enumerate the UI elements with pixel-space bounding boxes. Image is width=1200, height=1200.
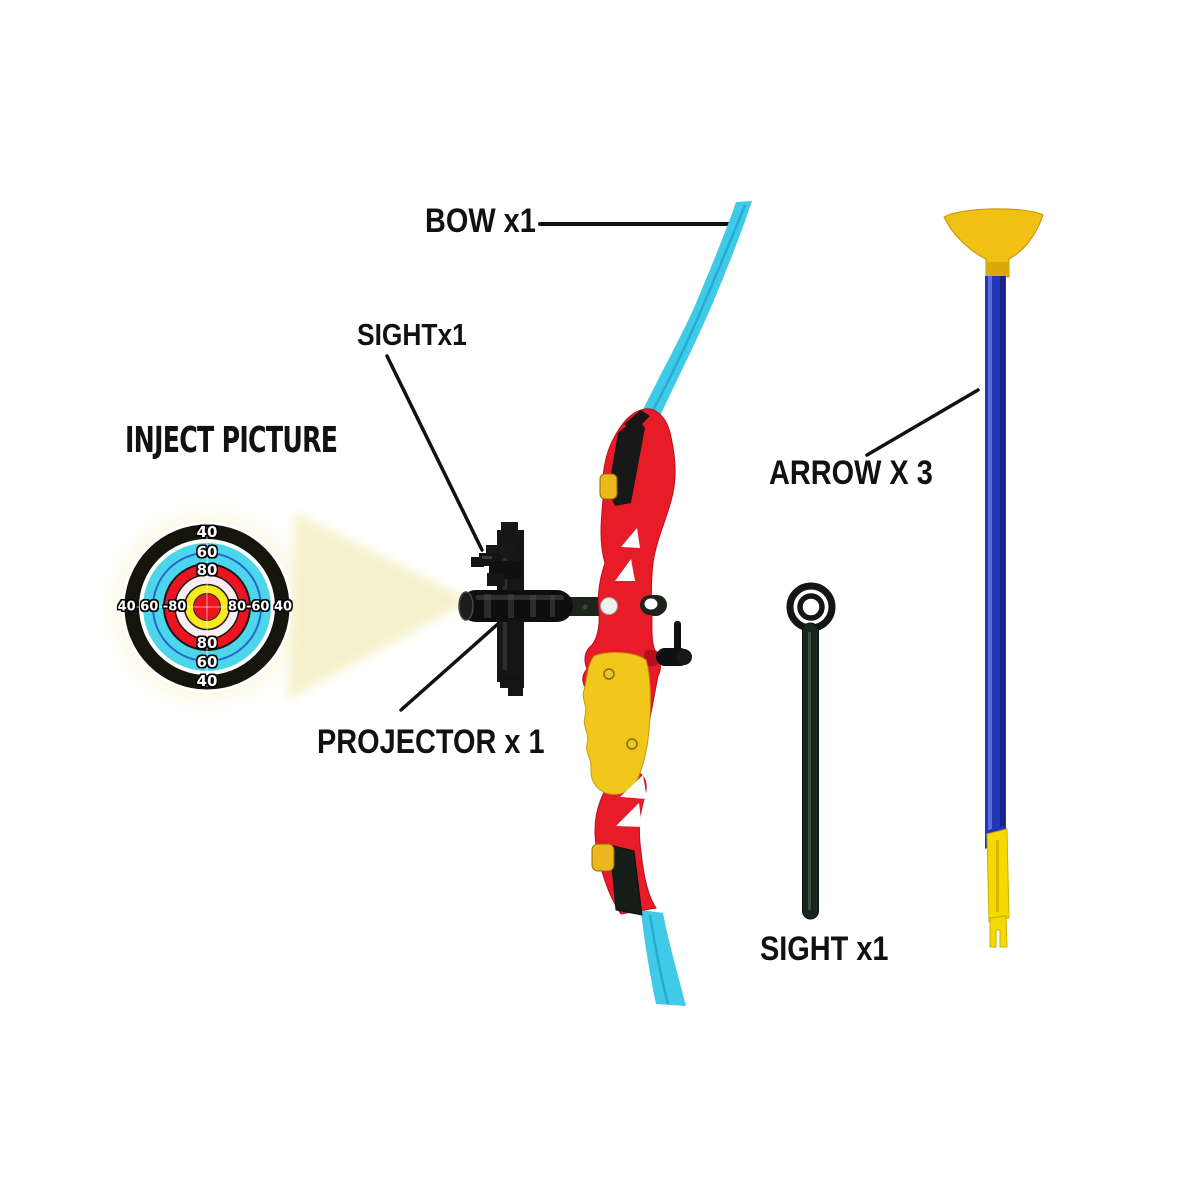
lever-ball [676, 649, 692, 665]
bow-label: BOW x1 [425, 202, 536, 240]
arrow-leader-line [865, 388, 980, 457]
grip-screw-1 [603, 668, 615, 680]
sight-bottom-label: SIGHT x1 [760, 930, 889, 968]
sight-top-label: SIGHTx1 [357, 317, 467, 352]
arrow-nock-shade [996, 840, 999, 912]
projector-assembly [458, 522, 573, 696]
arrow-shaft-shade [1000, 276, 1005, 831]
arrow-cup-neck-shade [986, 262, 1009, 277]
bow-lower-limb [641, 910, 686, 1006]
bow [524, 201, 752, 1006]
projector-cylinder [460, 590, 573, 622]
cylinder-band-2 [508, 594, 514, 618]
cylinder-band-1 [484, 594, 491, 618]
bow-grip [582, 652, 651, 795]
sight-block-5 [487, 573, 505, 586]
arrow-nock-fork [989, 915, 1008, 948]
riser-cutout-triangle-4 [616, 803, 642, 827]
sight-top-leader-line [385, 354, 484, 552]
sight-ring-inner [797, 593, 825, 621]
mount-bar-foot-2 [508, 687, 523, 696]
riser-upper-knob [599, 473, 618, 500]
sight-item [785, 581, 837, 920]
projector-lens [458, 591, 474, 621]
lever-rod [674, 621, 681, 651]
sight-block-1 [486, 545, 514, 556]
cylinder-band-3 [530, 595, 536, 617]
bow-upper-limb-line [648, 204, 747, 417]
projector-body [458, 590, 573, 632]
arrow-shaft-highlight [988, 276, 992, 831]
sight-block-3 [471, 557, 484, 567]
riser-cutout-triangle-2 [615, 559, 635, 581]
projector-label: PROJECTOR x 1 [317, 723, 545, 761]
lever-mount [644, 650, 658, 666]
leader-lines [385, 222, 980, 712]
riser-lower-black-insert [609, 844, 643, 916]
riser-cutout-triangle-1 [621, 528, 640, 548]
bracket-bolt-2 [582, 604, 588, 610]
mount-bar-top [501, 522, 518, 534]
cylinder-under-mount [508, 620, 524, 632]
grip-screw-2 [626, 738, 638, 750]
inject-target [121, 521, 293, 693]
arrow-label: ARROW X 3 [769, 454, 933, 492]
bracket-right-hole [644, 598, 658, 610]
arrow-suction-cup [943, 208, 1044, 278]
bow-lower-limb-line [648, 914, 670, 1005]
inject-picture-label: INJECT PICTURE [125, 420, 338, 461]
projector-leader-line [399, 621, 501, 712]
riser-lower-knob [591, 843, 615, 872]
cylinder-band-4 [550, 595, 555, 617]
sight-mechanism [471, 545, 521, 586]
mount-bar-foot [500, 676, 524, 688]
bow-upper-limb [638, 201, 752, 420]
sight-highlight [482, 556, 492, 559]
riser-cutout-triangle-3 [620, 775, 647, 799]
sight-rod-highlight [808, 632, 811, 910]
cylinder-highlight [476, 595, 564, 600]
light-beam [288, 512, 472, 700]
riser-hole [600, 597, 618, 615]
arrow-item [943, 208, 1044, 948]
